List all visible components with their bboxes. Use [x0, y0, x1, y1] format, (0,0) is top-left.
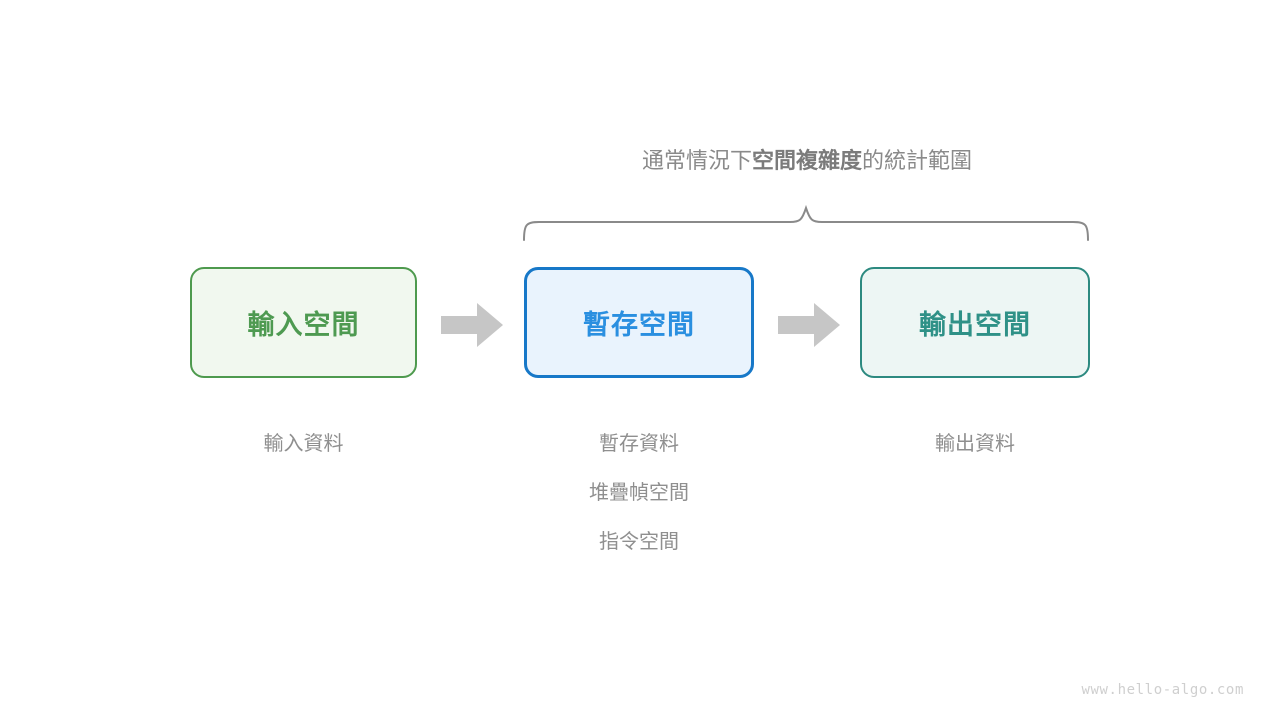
right-block-arrow-icon-2: [778, 303, 840, 347]
caption-output-line-1: 輸出資料: [935, 433, 1015, 455]
caption-input-line-1: 輸入資料: [263, 433, 344, 455]
caption-group-output: 輸出資料: [860, 420, 1090, 469]
brace-caption-tail: 的統計範圍: [862, 148, 973, 173]
brace-caption: 通常情況下空間複雜度的統計範圍: [524, 146, 1090, 176]
caption-temp-line-1: 暫存資料: [599, 433, 679, 455]
box-output-space: 輸出空間: [860, 267, 1090, 378]
box-temp-space-label: 暫存空間: [583, 310, 695, 340]
brace-caption-lead: 通常情況下: [641, 148, 752, 173]
box-temp-space: 暫存空間: [524, 267, 754, 378]
watermark: www.hello-algo.com: [1081, 682, 1244, 698]
box-input-space-label: 輸入空間: [247, 310, 360, 340]
box-output-space-label: 輸出空間: [919, 310, 1031, 340]
caption-group-input: 輸入資料: [190, 420, 417, 469]
caption-temp-line-3: 指令空間: [599, 531, 679, 553]
right-block-arrow-icon-1: [441, 303, 503, 347]
brace-caption-emphasis: 空間複雜度: [751, 148, 862, 173]
caption-temp-line-2: 堆疊幀空間: [589, 482, 689, 504]
box-input-space: 輸入空間: [190, 267, 417, 378]
curly-brace-icon: [523, 204, 1089, 241]
caption-group-temp: 暫存資料 堆疊幀空間 指令空間: [524, 420, 754, 567]
